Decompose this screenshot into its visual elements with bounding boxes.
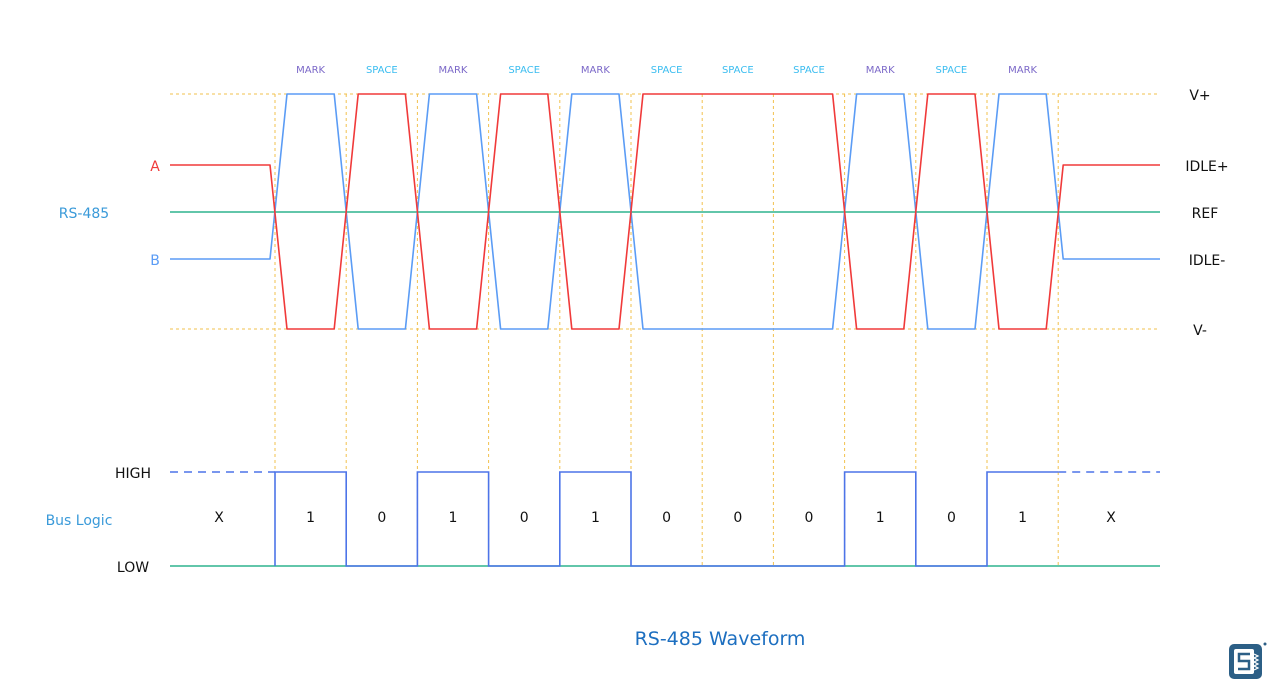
mark-label: MARK (439, 65, 468, 76)
bit-value: 0 (377, 510, 386, 526)
space-label: SPACE (722, 65, 754, 76)
space-label: SPACE (366, 65, 398, 76)
space-label: SPACE (793, 65, 825, 76)
bit-value: 1 (449, 510, 458, 526)
signal-a-line (170, 93, 1160, 330)
signal-lines (170, 93, 1160, 567)
label-vminus: V- (1193, 323, 1207, 339)
bus-logic-line (274, 471, 1059, 567)
bit-value: 0 (947, 510, 956, 526)
label-ref: REF (1192, 206, 1219, 222)
label-vplus: V+ (1189, 88, 1210, 104)
label-idle-plus: IDLE+ (1185, 159, 1228, 175)
bit-value: 1 (591, 510, 600, 526)
bit-value: 0 (520, 510, 529, 526)
mark-label: MARK (866, 65, 895, 76)
idle-symbol: X (214, 510, 224, 526)
label-b: B (150, 253, 160, 269)
bit-value: 0 (733, 510, 742, 526)
label-a: A (150, 159, 160, 175)
space-label: SPACE (508, 65, 540, 76)
mark-label: MARK (581, 65, 610, 76)
grid-lines (170, 93, 1160, 566)
diagram-title: RS-485 Waveform (635, 628, 806, 650)
bit-value: 0 (662, 510, 671, 526)
space-label: SPACE (651, 65, 683, 76)
label-low: LOW (117, 560, 149, 576)
signal-b-line (170, 93, 1160, 330)
bit-value: 1 (876, 510, 885, 526)
mark-label: MARK (1008, 65, 1037, 76)
label-bus-logic: Bus Logic (46, 513, 113, 529)
space-label: SPACE (936, 65, 968, 76)
bit-value: 1 (1018, 510, 1027, 526)
mark-label: MARK (296, 65, 325, 76)
bit-value: 1 (306, 510, 315, 526)
symbol-labels: MARK 1 SPACE 0 MARK 1 SPACE 0 MARK 1 SPACE 0 SPACE 0 S… (214, 65, 1116, 526)
logo-icon (1229, 642, 1267, 679)
bit-value: 0 (805, 510, 814, 526)
idle-symbol: X (1106, 510, 1116, 526)
label-rs485: RS-485 (59, 206, 109, 222)
label-idle-minus: IDLE- (1189, 253, 1226, 269)
label-high: HIGH (115, 466, 151, 482)
